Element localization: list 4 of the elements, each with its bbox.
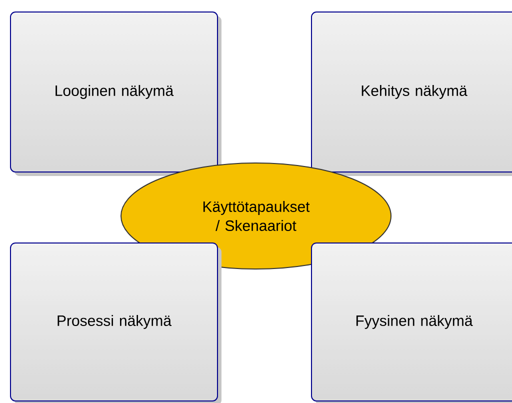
- view-box: Prosessi näkymä: [10, 242, 222, 403]
- view-box: Kehitys näkymä: [311, 12, 512, 176]
- view-box: Fyysinen näkymä: [311, 242, 512, 403]
- view-box: Looginen näkymä: [10, 12, 222, 176]
